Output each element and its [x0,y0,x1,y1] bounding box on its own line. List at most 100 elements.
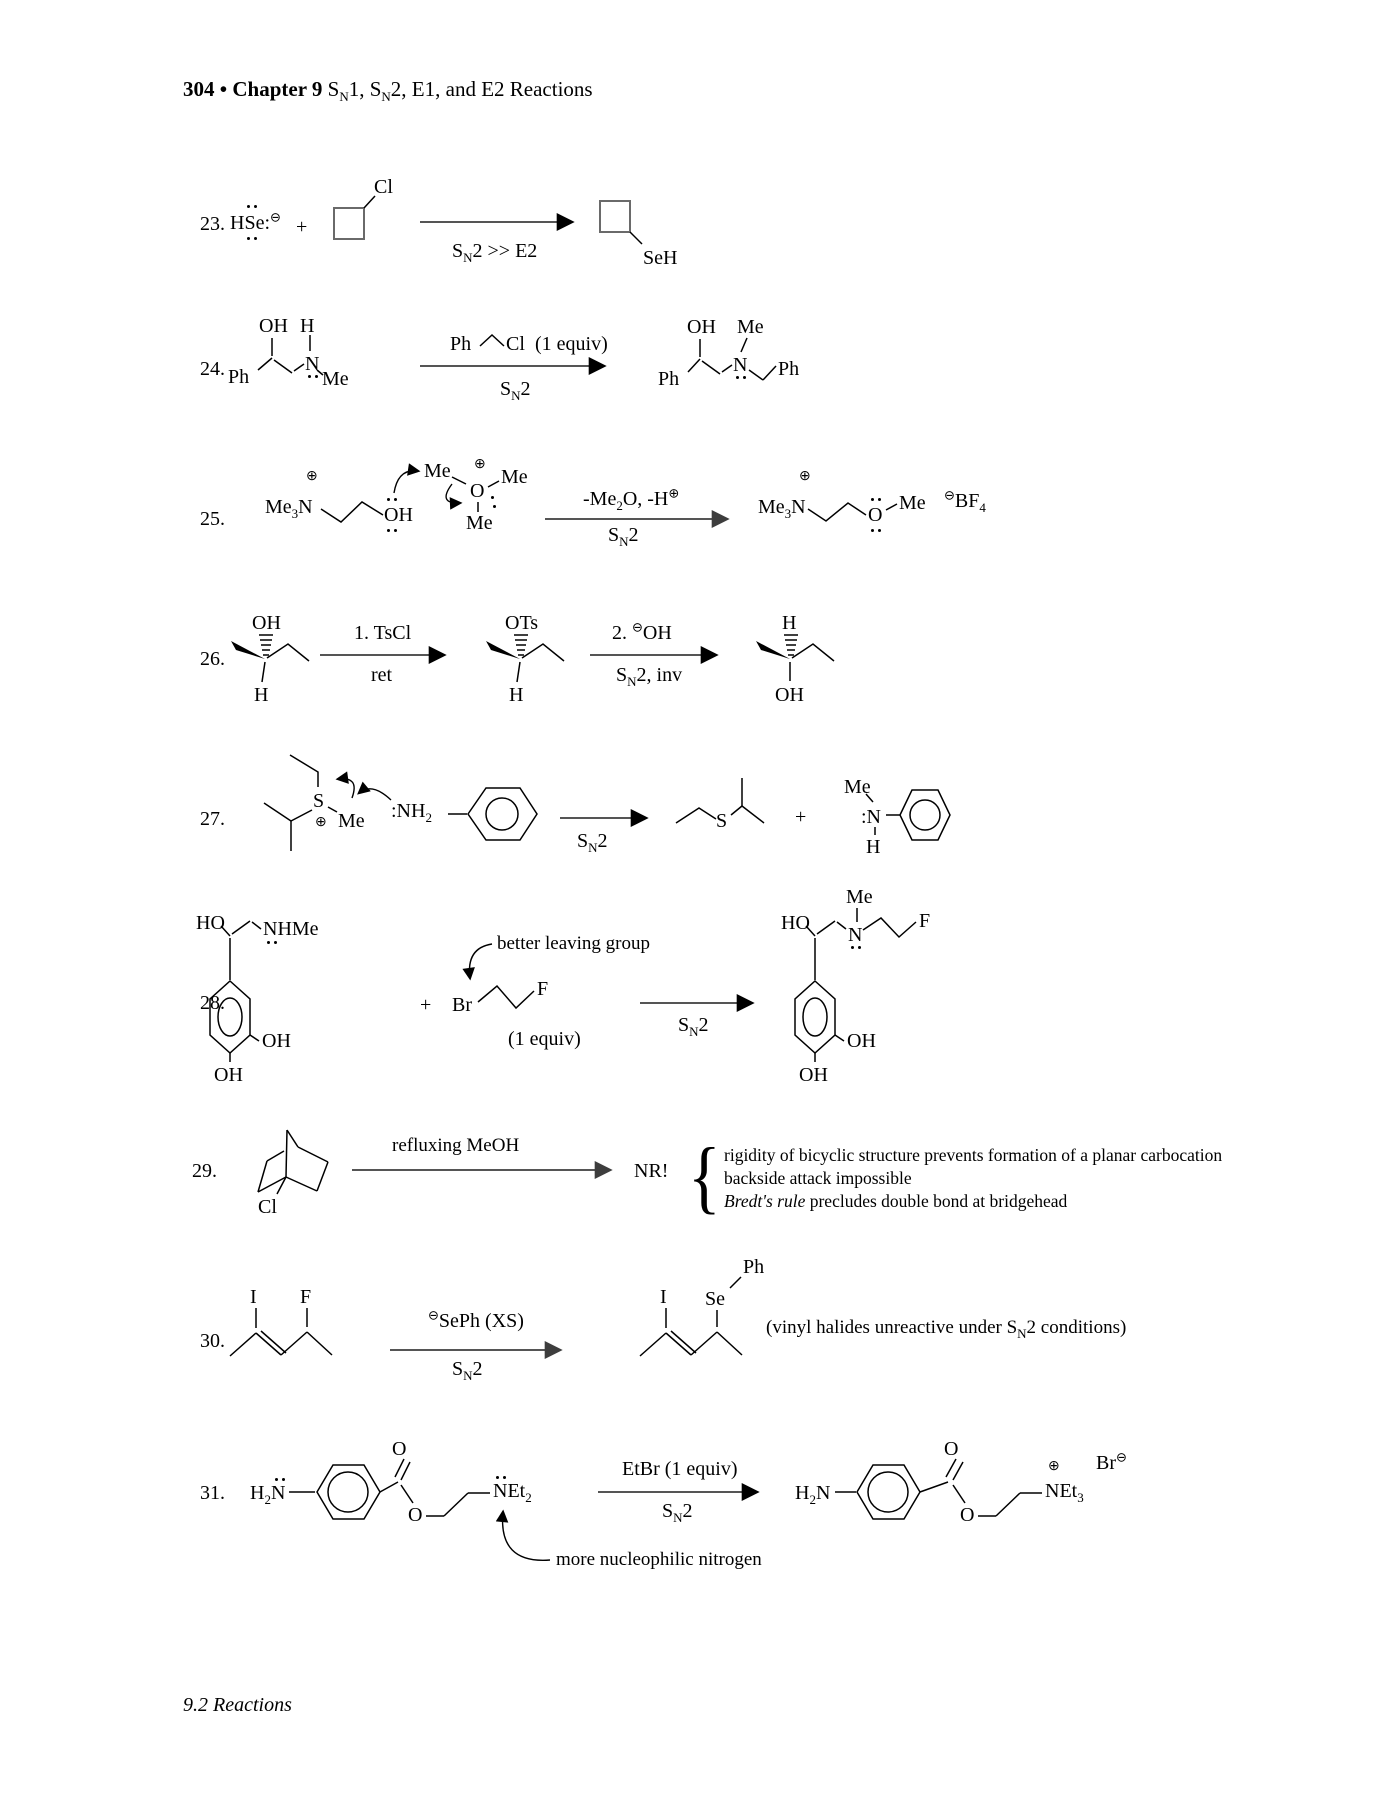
lone-pair-dot [247,205,251,209]
lone-pair-dot [871,498,875,502]
product-catechol-hydroxyl-label: OH [847,1030,876,1052]
product-catechol-hydroxyl-label: OH [799,1064,828,1086]
equivalents-note: (1 equiv) [535,333,608,355]
p24-bonds [257,333,777,381]
problem-number-25: 25. [200,508,225,530]
lone-pair-dot [274,941,278,945]
lone-pair-dot [282,1478,286,1482]
lone-pair-dot [394,498,398,502]
triethylammonium-label: NEt3 [1045,1480,1084,1505]
side-chain-hydroxyl-label: HO [196,912,225,934]
lone-pair-dot [315,375,319,379]
lone-pair-dot [387,529,391,533]
page-header: 304 • Chapter 9 SN1, SN2, E1, and E2 Rea… [183,77,593,105]
benzyl-chloride-ph: Ph [450,333,472,355]
lone-pair-dot [858,946,862,950]
reaction-condition: SN2 [500,378,531,403]
bridgehead-chlorine-label: Cl [258,1196,277,1218]
product-phenyl-label: Ph [743,1256,765,1278]
reaction-condition: SN2 [577,830,608,855]
plus-charge-icon: ⊕ [799,469,811,484]
trimethylammonium-label: Me3N [265,496,313,521]
stereo-hydrogen-label: H [254,684,269,706]
nh-hydrogen-label: H [866,836,881,858]
bromine-label: Br [452,994,472,1016]
tetrafluoroborate-counterion: ⊖BF4 [944,487,986,515]
lone-pair-dot [308,375,312,379]
p30-bonds [229,1276,743,1359]
selenol-product-label: SeH [643,247,678,269]
aryl-amine-label: H2N [250,1482,286,1507]
explanation-line-2: backside attack impossible [724,1168,912,1188]
sulfonium-methyl-label: Me [338,810,365,832]
p26-bonds [231,634,835,683]
fluorine-label: F [537,978,549,1000]
problem-number-29: 29. [192,1160,217,1182]
reaction-condition: SN2 [662,1500,693,1525]
hydroxyl-label: OH [384,504,413,526]
reaction-condition: SN2 [678,1014,709,1039]
product-hydroxyl-label: OH [687,316,716,338]
p31-bonds [289,1458,1042,1561]
product-nitrogen-label: N [848,924,863,946]
inversion-note: SN2, inv [616,664,683,689]
nh-hydrogen-label: H [300,315,315,337]
problem-number-30: 30. [200,1330,225,1352]
lone-pair-dot [878,498,882,502]
plus-sign: + [795,806,807,828]
phenyl-label: Ph [228,366,250,388]
vinyl-halide-note: (vinyl halides unreactive under SN2 cond… [766,1317,1127,1341]
lone-pair-dot [743,376,747,380]
product-carbonyl-oxygen-label: O [944,1438,959,1460]
explanation-line-3: Bredt's rule precludes double bond at br… [724,1191,1068,1211]
hydroxyl-label: OH [259,315,288,337]
refluxing-meoh-condition: refluxing MeOH [392,1135,520,1156]
equivalents-note: (1 equiv) [508,1028,581,1050]
lone-pair-dot [394,529,398,533]
product-selenium-label: Se [705,1288,725,1310]
plus-charge-icon: ⊕ [474,457,486,472]
p23-bonds [333,195,643,245]
amine-nitrogen-label: N [305,353,320,375]
leaving-group-annotation: better leaving group [497,933,651,954]
lone-pair-dot [275,1478,279,1482]
sulfide-sulfur-label: S [716,810,728,832]
lone-pair-dot [387,498,391,502]
product-stereo-hydrogen-label: H [782,612,797,634]
lone-pair-dot [493,505,497,509]
stereo-hydrogen-label: H [509,684,524,706]
product-methyl-label: Me [737,316,764,338]
product-nitrogen-label: N [733,354,748,376]
selenide-condition: ⊖SePh (XS) [428,1307,524,1332]
sulfonium-sulfur-label: S [313,790,325,812]
ester-oxygen-label: O [408,1504,423,1526]
plus-charge-icon: ⊕ [1048,1459,1060,1474]
bromide-counterion: Br⊖ [1096,1449,1127,1474]
product-ester-oxygen-label: O [960,1504,975,1526]
no-reaction-label: NR! [634,1160,669,1182]
reaction-condition-top: -Me2O, -H⊕ [583,485,680,513]
retention-note: ret [371,664,393,686]
hydroxyl-label: OH [252,612,281,634]
methyl-label: Me [322,368,349,390]
lone-pair-dot [254,237,258,241]
lone-pair-dot [736,376,740,380]
plus-sign: + [420,994,432,1016]
lone-pair-dot [503,1476,507,1480]
product-oxygen-label: O [868,504,883,526]
p25-bonds [320,463,898,528]
product-fluorine-label: F [919,910,931,932]
oxonium-methyl-label: Me [466,512,493,534]
n-methyl-label: Me [844,776,871,798]
reaction-condition: SN2 >> E2 [452,240,538,265]
lone-pair-dot [491,496,495,500]
lone-pair-dot [496,1476,500,1480]
ethyl-bromide-condition: EtBr (1 equiv) [622,1458,738,1480]
problem-number-31: 31. [200,1482,225,1504]
lone-pair-dot [254,205,258,209]
lone-pair-dot [871,529,875,533]
problem-number-27: 27. [200,808,225,830]
catechol-hydroxyl-label: OH [214,1064,243,1086]
carbonyl-oxygen-label: O [392,1438,407,1460]
